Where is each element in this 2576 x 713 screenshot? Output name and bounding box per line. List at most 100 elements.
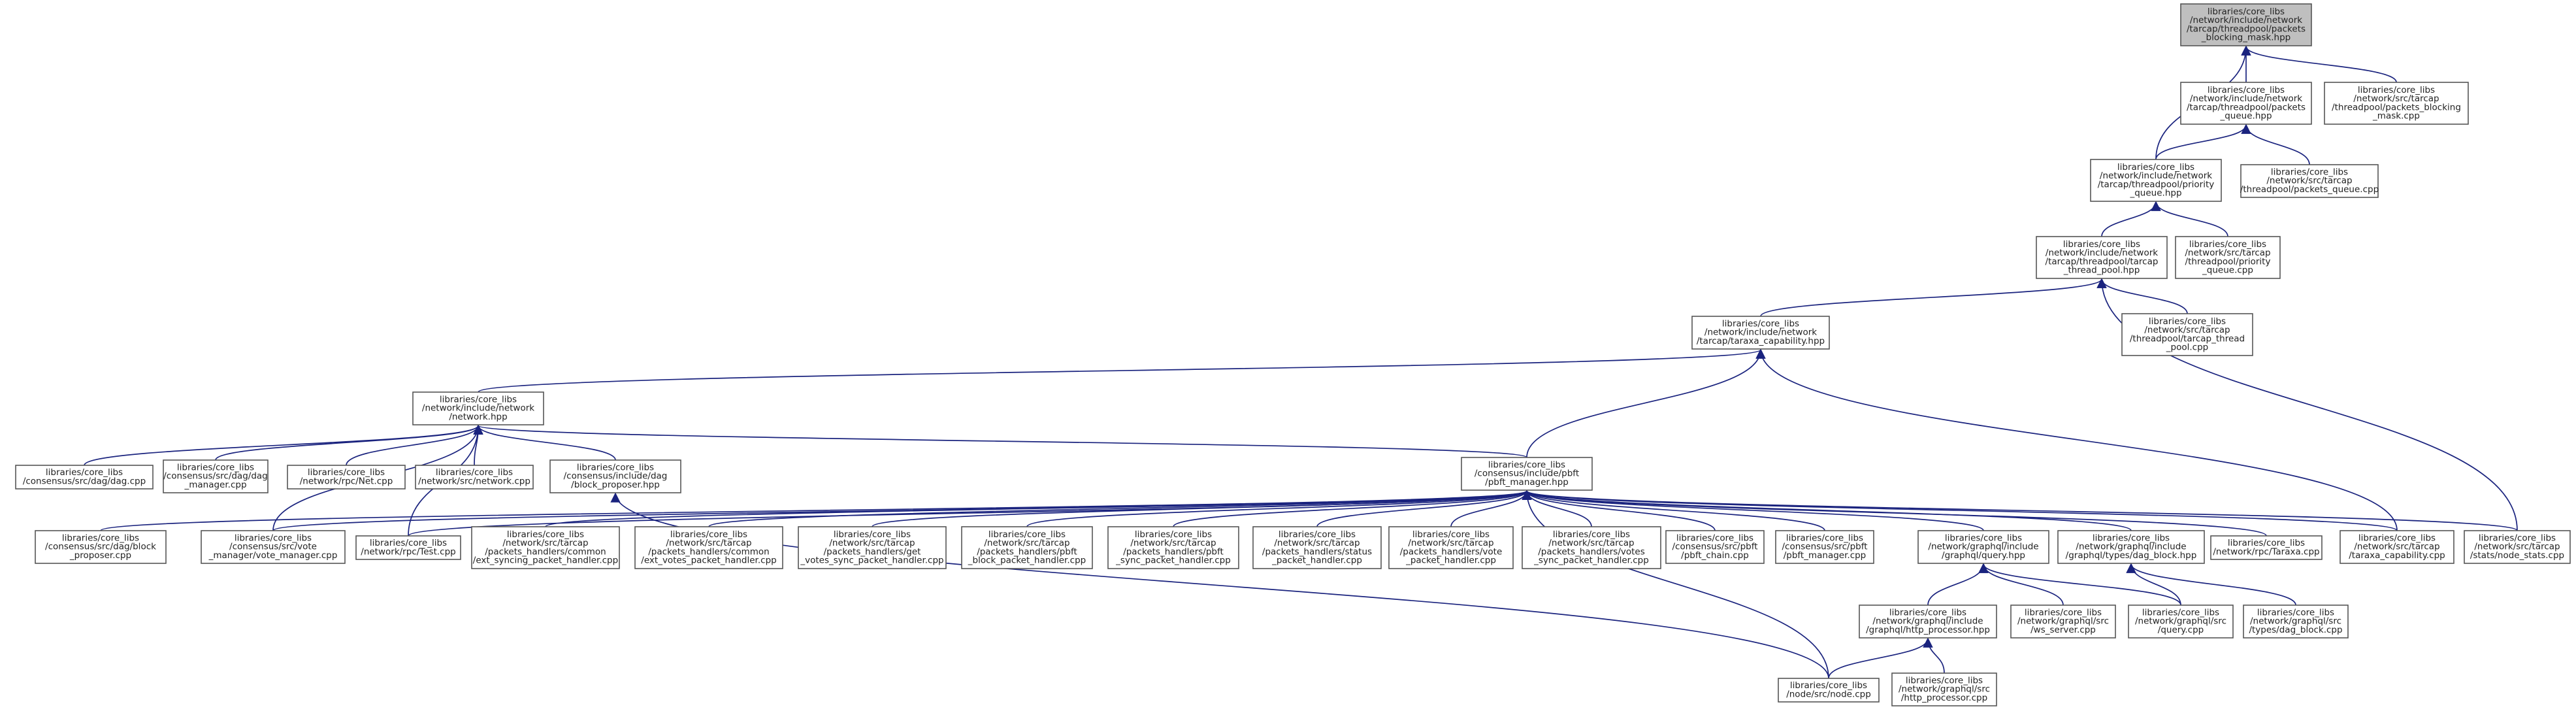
edge-query-hpp-ws-cpp [1978, 563, 2064, 606]
graph-node-ext-votes[interactable]: libraries/core_libs/network/src/tarcap/p… [634, 526, 783, 569]
node-label-line: /consensus/src/dag/dag [163, 471, 267, 482]
graph-node-root[interactable]: libraries/core_libs/network/include/netw… [2180, 3, 2312, 46]
node-box [2121, 313, 2253, 356]
graph-node-http-hpp[interactable]: libraries/core_libs/network/graphql/incl… [1859, 605, 1997, 638]
node-label-line: libraries/core_libs [1412, 529, 1490, 540]
graph-node-pq-cpp[interactable]: libraries/core_libs/network/src/tarcap/t… [2240, 164, 2379, 198]
graph-node-prio-hpp[interactable]: libraries/core_libs/network/include/netw… [2090, 159, 2222, 202]
node-box [201, 530, 346, 564]
graph-node-http-cpp[interactable]: libraries/core_libs/network/graphql/src/… [1891, 672, 1997, 706]
node-label-line: libraries/core_libs [1488, 459, 1565, 470]
edge-pbft-hpp-ext-votes [708, 489, 1532, 527]
edge-prio-hpp-prio-cpp [2151, 201, 2228, 237]
node-label-line: libraries/core_libs [1279, 529, 1356, 540]
edge-cap-hpp-net-hpp [478, 348, 1765, 393]
graph-node-ext-sync[interactable]: libraries/core_libs/network/src/tarcap/p… [471, 526, 620, 569]
edge-pbft-hpp-pbft-mgr-cpp [1522, 489, 1825, 531]
node-label-line: _pool.cpp [2166, 342, 2208, 352]
graph-node-query-cpp[interactable]: libraries/core_libs/network/graphql/src/… [2128, 605, 2234, 638]
graph-node-snet-cpp[interactable]: libraries/core_libs/network/src/network.… [415, 465, 534, 489]
graph-node-get-votes[interactable]: libraries/core_libs/network/src/tarcap/p… [798, 526, 947, 569]
graph-node-dag-cpp[interactable]: libraries/core_libs/consensus/src/dag/da… [15, 465, 154, 489]
node-box [2340, 530, 2454, 564]
graph-node-prio-cpp[interactable]: libraries/core_libs/network/src/tarcap/t… [2175, 236, 2281, 279]
edge-pq-hpp-prio-hpp [2155, 124, 2251, 160]
node-label-line: /network/src/tarcap [2354, 542, 2439, 552]
graph-node-taraxa-cpp[interactable]: libraries/core_libs/network/rpc/Taraxa.c… [2210, 535, 2323, 560]
graph-node-pbft-block[interactable]: libraries/core_libs/network/src/tarcap/p… [961, 526, 1093, 569]
node-box [2057, 530, 2205, 564]
node-label-line: libraries/core_libs [2025, 607, 2102, 618]
node-label-line: libraries/core_libs [2117, 162, 2194, 173]
graph-node-dagblk-cpp[interactable]: libraries/core_libs/network/graphql/src/… [2243, 605, 2349, 638]
graph-node-dagm-cpp[interactable]: libraries/core_libs/consensus/src/dag/da… [163, 459, 269, 493]
node-label-line: /taraxa_capability.cpp [2349, 550, 2445, 561]
node-label-line: _queue.hpp [2129, 188, 2181, 198]
graph-node-bp-cpp[interactable]: libraries/core_libs/consensus/src/dag/bl… [35, 530, 167, 564]
node-label-line: /graphql/query.hpp [1942, 550, 2025, 561]
node-box [1665, 530, 1765, 564]
graph-node-bp-hpp[interactable]: libraries/core_libs/consensus/include/da… [549, 459, 681, 493]
graph-node-votes-sync[interactable]: libraries/core_libs/network/src/tarcap/p… [1522, 526, 1661, 569]
graph-node-cap-cpp[interactable]: libraries/core_libs/network/src/tarcap/t… [2340, 530, 2454, 564]
node-box [1388, 526, 1514, 569]
node-label-line: /query.cpp [2158, 625, 2204, 635]
edges-layer [84, 45, 2518, 679]
node-label-line: /types/dag_block.cpp [2249, 625, 2342, 635]
node-label-line: /network/src/tarcap [2266, 176, 2352, 186]
graph-node-tp-cpp[interactable]: libraries/core_libs/network/src/tarcap/t… [2121, 313, 2253, 356]
node-label-line: /network/graphql/src [2017, 616, 2109, 627]
node-label-line: /packets_handlers/get [824, 546, 921, 557]
node-label-line: /network/src/tarcap [1130, 538, 1216, 548]
node-label-line: /ext_votes_packet_handler.cpp [641, 555, 776, 565]
node-label-line: libraries/core_libs [1553, 529, 1630, 540]
node-label-line: /threadpool/tarcap_thread [2130, 333, 2245, 344]
graph-node-node-cpp[interactable]: libraries/core_libs/node/src/node.cpp [1778, 678, 1880, 703]
graph-node-stats-cpp[interactable]: libraries/core_libs/network/src/tarcap/s… [2464, 530, 2571, 564]
graph-node-tp-hpp[interactable]: libraries/core_libs/network/include/netw… [2036, 236, 2168, 279]
edge-bp-hpp-node-cpp [610, 492, 1829, 679]
graph-node-net-hpp[interactable]: libraries/core_libs/network/include/netw… [412, 391, 544, 425]
edge-net-hpp-pbft-hpp [474, 424, 1527, 458]
node-box [2128, 605, 2234, 638]
node-label-line: /network/src/tarcap [1408, 538, 1493, 548]
node-box [2036, 236, 2168, 279]
graph-node-test-cpp[interactable]: libraries/core_libs/network/rpc/Test.cpp [355, 535, 461, 560]
node-label-line: /network/graphql/include [1872, 616, 1983, 627]
node-label-line: /consensus/src/dag/dag.cpp [23, 476, 146, 486]
node-box [1461, 457, 1593, 491]
graph-node-vote[interactable]: libraries/core_libs/network/src/tarcap/p… [1388, 526, 1514, 569]
graph-node-rnet-cpp[interactable]: libraries/core_libs/network/rpc/Net.cpp [287, 465, 406, 489]
node-label-line: _manager.cpp [184, 480, 246, 490]
node-label-line: /consensus/include/dag [564, 471, 668, 482]
edge-prio-hpp-tp-hpp [2101, 201, 2161, 237]
node-label-line: /network/include/network [2190, 93, 2302, 104]
graph-node-vm-cpp[interactable]: libraries/core_libs/consensus/src/vote_m… [201, 530, 346, 564]
graph-node-ws-cpp[interactable]: libraries/core_libs/network/graphql/src/… [2010, 605, 2116, 638]
graph-node-pbm-cpp[interactable]: libraries/core_libs/network/src/tarcap/t… [2324, 82, 2469, 125]
node-label-line: libraries/core_libs [235, 533, 312, 543]
graph-node-pbft-hpp[interactable]: libraries/core_libs/consensus/include/pb… [1461, 457, 1593, 491]
node-label-line: /network.hpp [449, 412, 507, 422]
node-label-line: /network/src/tarcap [984, 538, 1069, 548]
node-box [15, 465, 154, 489]
node-label-line: /network/src/tarcap [502, 538, 588, 548]
node-box [1107, 526, 1239, 569]
graph-node-status[interactable]: libraries/core_libs/network/src/tarcap/p… [1252, 526, 1382, 569]
node-label-line: /network/include/network [2046, 248, 2158, 258]
graph-node-pbft-sync[interactable]: libraries/core_libs/network/src/tarcap/p… [1107, 526, 1239, 569]
node-label-line: /consensus/src/dag/block [45, 542, 156, 552]
graph-node-dagblk-hpp[interactable]: libraries/core_libs/network/graphql/incl… [2057, 530, 2205, 564]
node-label-line: /network/src/network.cpp [418, 476, 530, 486]
graph-node-pbft-mgr-cpp[interactable]: libraries/core_libs/consensus/src/pbft/p… [1775, 530, 1874, 564]
graph-node-pbft-chain[interactable]: libraries/core_libs/consensus/src/pbft/p… [1665, 530, 1765, 564]
node-label-line: _votes_sync_packet_handler.cpp [800, 555, 943, 565]
node-label-line: /network/src/tarcap [666, 538, 751, 548]
node-label-line: _sync_packet_handler.cpp [1115, 555, 1231, 565]
graph-node-cap-hpp[interactable]: libraries/core_libs/network/include/netw… [1691, 316, 1830, 350]
graph-node-pq-hpp[interactable]: libraries/core_libs/network/include/netw… [2180, 82, 2312, 125]
node-label-line: /pbft_manager.hpp [1485, 477, 1569, 488]
edge-http-hpp-http-cpp [1923, 637, 1945, 674]
node-label-line: libraries/core_libs [2271, 167, 2348, 177]
graph-node-query-hpp[interactable]: libraries/core_libs/network/graphql/incl… [1917, 530, 2049, 564]
